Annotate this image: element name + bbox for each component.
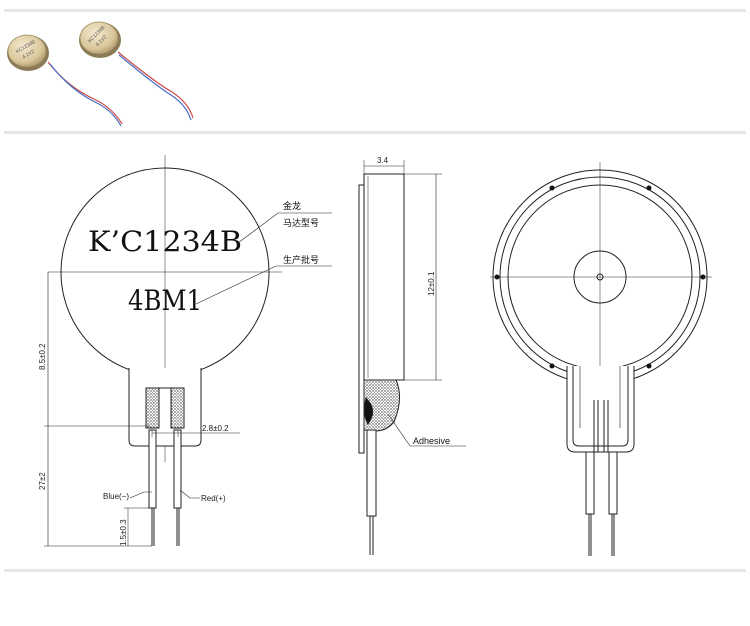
batch-text: 4BM1 bbox=[128, 284, 202, 317]
leader-batch bbox=[195, 265, 332, 305]
solder-pad-left bbox=[145, 387, 160, 429]
callout-model-line-2: 马达型号 bbox=[283, 217, 319, 228]
middle-divider bbox=[4, 131, 746, 134]
mount-dot bbox=[549, 363, 555, 369]
callout-model-line-1: 金龙 bbox=[283, 200, 301, 211]
back-tab bbox=[566, 366, 635, 453]
mount-dot bbox=[646, 185, 652, 191]
side-wire bbox=[366, 429, 377, 517]
wire-blue-label: Blue(−) bbox=[103, 492, 129, 501]
motor-photo-left: KC1234B 4.1V2 bbox=[7, 34, 123, 127]
motor-photo-right: KC1234B 4.1V2 bbox=[79, 21, 194, 121]
solder-pad-right bbox=[170, 387, 185, 429]
side-view-text: 3.4 12±0.1 Adhesive bbox=[377, 156, 450, 446]
front-view bbox=[44, 155, 332, 547]
callout-batch: 生产批号 bbox=[283, 254, 319, 265]
dim-diameter-label: 12±0.1 bbox=[427, 271, 436, 296]
mount-dot bbox=[549, 185, 555, 191]
dim-thickness-label: 3.4 bbox=[377, 156, 389, 165]
front-tab bbox=[128, 368, 202, 447]
dim-pad-label: 2.8±0.2 bbox=[202, 424, 229, 433]
dim-lead-label: 27±2 bbox=[38, 472, 47, 490]
side-body bbox=[363, 173, 405, 381]
adhesive-label: Adhesive bbox=[413, 436, 450, 446]
leader-model bbox=[237, 212, 332, 244]
wire-left bbox=[148, 429, 157, 509]
wire-red-label: Red(+) bbox=[201, 494, 226, 503]
back-wire-right bbox=[608, 451, 618, 515]
side-base-plate bbox=[358, 184, 365, 454]
wire-right bbox=[173, 429, 182, 509]
dim-strip-label: 1.5±0.3 bbox=[119, 519, 128, 546]
model-text: K’C1234B bbox=[88, 225, 242, 258]
motor-photo: KC1234B 4.1V2 KC1234B 4.1V2 bbox=[7, 21, 194, 127]
dim-height-label: 8.5±0.2 bbox=[38, 343, 47, 370]
front-view-text: K’C1234B 4BM1 金龙 马达型号 生产批号 8.5±0.2 27±2 … bbox=[38, 200, 319, 546]
side-view bbox=[358, 160, 466, 555]
back-wire-left bbox=[585, 451, 595, 515]
leader-blue bbox=[129, 491, 152, 499]
leader-adhesive bbox=[387, 413, 466, 447]
leader-red bbox=[179, 489, 200, 499]
top-divider bbox=[4, 9, 746, 12]
mount-dot bbox=[494, 274, 500, 280]
back-view bbox=[490, 162, 712, 556]
photo-label-line-2: 4.1V2 bbox=[21, 49, 36, 61]
bottom-divider bbox=[4, 569, 746, 572]
mount-dot bbox=[646, 363, 652, 369]
mount-dot bbox=[700, 274, 706, 280]
